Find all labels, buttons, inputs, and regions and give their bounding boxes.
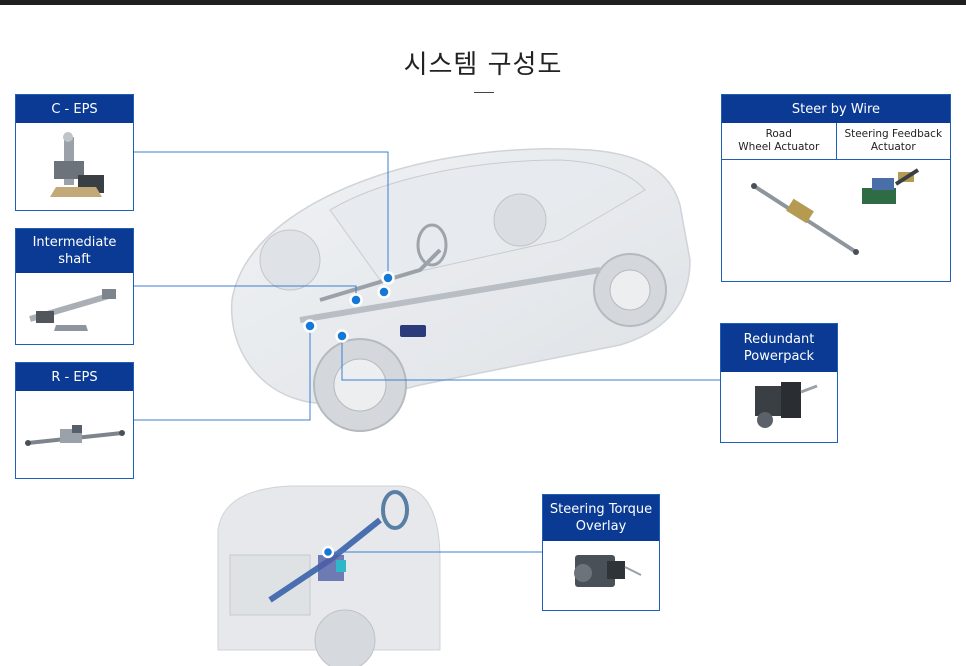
- sbw-sub-right-line2: Actuator: [870, 141, 916, 153]
- torque-label-line1: Steering Torque: [549, 502, 653, 517]
- sbw-sub-right-line1: Steering Feedback: [844, 128, 943, 140]
- card-torque-header: Steering Torque Overlay: [543, 495, 659, 541]
- truck-illustration: [217, 485, 441, 666]
- card-sbw-header: Steer by Wire: [722, 95, 950, 123]
- marker-intermediate-upper[interactable]: [377, 285, 391, 299]
- card-c-eps[interactable]: C - EPS: [15, 94, 134, 211]
- card-intermediate-header: Intermediate shaft: [16, 229, 133, 273]
- card-r-eps[interactable]: R - EPS: [15, 362, 134, 479]
- r-eps-product-image: [25, 425, 125, 446]
- card-redundant-header: Redundant Powerpack: [721, 324, 837, 372]
- card-c-eps-header: C - EPS: [16, 95, 133, 123]
- card-intermediate-shaft[interactable]: Intermediate shaft: [15, 228, 134, 345]
- redundant-product-image: [755, 382, 818, 428]
- marker-c-eps[interactable]: [381, 271, 395, 285]
- page-title: 시스템 구성도: [403, 50, 563, 80]
- torque-overlay-product-image: [574, 555, 642, 587]
- sedan-illustration: [230, 148, 691, 432]
- sbw-sub-feedback: Steering Feedback Actuator: [837, 123, 951, 159]
- sbw-sub-road-wheel: Road Wheel Actuator: [722, 123, 837, 159]
- card-steering-torque-overlay[interactable]: Steering Torque Overlay: [542, 494, 660, 611]
- title-underline: [474, 92, 494, 93]
- marker-r-eps[interactable]: [303, 319, 317, 333]
- sbw-sub-left-line2: Wheel Actuator: [738, 141, 820, 153]
- intermediate-shaft-product-image: [29, 289, 116, 331]
- redundant-label-line1: Redundant: [743, 332, 815, 347]
- marker-intermediate[interactable]: [349, 293, 363, 307]
- top-rule: [0, 0, 966, 5]
- marker-redundant[interactable]: [335, 329, 349, 343]
- card-r-eps-header: R - EPS: [16, 363, 133, 391]
- marker-torque-overlay[interactable]: [321, 545, 335, 559]
- sbw-product-images: [751, 168, 920, 255]
- intermediate-label-line1: Intermediate: [32, 235, 117, 250]
- torque-label-line2: Overlay: [575, 519, 627, 534]
- c-eps-product-image: [50, 132, 104, 197]
- leader-c-eps: [134, 151, 389, 278]
- leader-redundant: [341, 336, 720, 381]
- redundant-label-line2: Powerpack: [743, 349, 815, 364]
- card-steer-by-wire[interactable]: Steer by Wire Road Wheel Actuator Steeri…: [721, 94, 951, 282]
- sbw-subheader: Road Wheel Actuator Steering Feedback Ac…: [722, 123, 950, 160]
- intermediate-label-line2: shaft: [58, 252, 91, 267]
- leader-r-eps: [134, 326, 311, 421]
- card-redundant-powerpack[interactable]: Redundant Powerpack: [720, 323, 838, 443]
- sbw-sub-left-line1: Road: [765, 128, 792, 140]
